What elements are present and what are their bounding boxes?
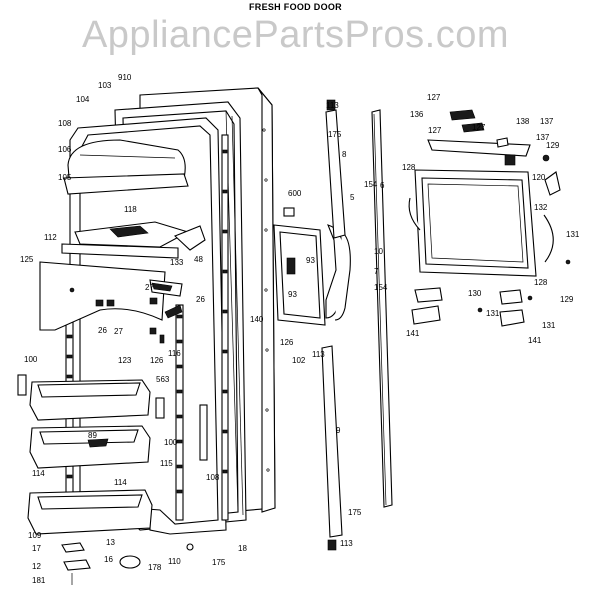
part-label: 563 <box>156 375 170 384</box>
door-bin-115 <box>29 425 151 469</box>
part-label: 114 <box>32 469 45 478</box>
part-label: 114 <box>114 478 127 487</box>
part-label: 129 <box>546 141 560 150</box>
watermark-text: AppliancePartsPros.com <box>81 14 510 56</box>
part-label: 137 <box>536 133 550 142</box>
part-label: 131 <box>486 309 500 318</box>
part-label: 17 <box>32 544 41 553</box>
bin-end-caps <box>17 374 165 419</box>
part-label: 130 <box>468 289 482 298</box>
bottom-hardware <box>61 542 194 585</box>
part-label: 118 <box>124 205 137 214</box>
part-label: 16 <box>104 555 113 564</box>
part-label: 154 <box>374 283 388 292</box>
door-shelf-118 <box>74 221 190 248</box>
part-label: 12 <box>32 562 41 571</box>
part-label: 100 <box>164 438 178 447</box>
part-label: 108 <box>58 119 72 128</box>
part-label: 106 <box>58 145 72 154</box>
part-label: 137 <box>540 117 554 126</box>
part-label: 178 <box>148 563 162 572</box>
door-bin-109 <box>27 489 153 535</box>
part-label: 128 <box>534 278 548 287</box>
part-label: 13 <box>106 538 115 547</box>
part-label: 175 <box>212 558 226 567</box>
part-label: 181 <box>32 576 46 585</box>
part-label: 89 <box>88 431 97 440</box>
part-label: 116 <box>168 349 181 358</box>
part-label: 109 <box>28 531 42 540</box>
part-label: 100 <box>24 355 38 364</box>
compartment-cover-assembly <box>408 109 571 327</box>
part-label: 128 <box>402 163 416 172</box>
part-label: 26 <box>196 295 205 304</box>
part-label: 136 <box>410 110 424 119</box>
part-label: 48 <box>194 255 203 264</box>
part-label: 175 <box>328 130 342 139</box>
part-label: 141 <box>406 329 420 338</box>
part-label: 105 <box>58 173 72 182</box>
part-label: 8 <box>342 150 347 159</box>
part-label: 125 <box>20 255 34 264</box>
part-label: 10 <box>374 247 383 256</box>
part-label: 132 <box>534 203 548 212</box>
dairy-door <box>63 139 189 195</box>
part-label: 131 <box>542 321 556 330</box>
part-label: 141 <box>528 336 542 345</box>
part-label: 104 <box>76 95 90 104</box>
cover-panel-125 <box>39 261 166 331</box>
part-label: 108 <box>206 473 220 482</box>
part-label: 5 <box>350 193 355 202</box>
part-label: 26 <box>98 326 107 335</box>
part-label: 6 <box>380 181 385 190</box>
part-label: 110 <box>168 557 181 566</box>
part-label: 123 <box>118 356 132 365</box>
part-label: 154 <box>364 180 378 189</box>
part-label: 127 <box>428 126 442 135</box>
part-label: 127 <box>427 93 441 102</box>
part-label: 27 <box>145 283 154 292</box>
part-label: 127 <box>472 123 486 132</box>
diagram-title: FRESH FOOD DOOR <box>248 2 342 12</box>
part-label: 103 <box>98 81 112 90</box>
part-label: 112 <box>44 233 57 242</box>
part-label: 600 <box>288 189 302 198</box>
part-label: 138 <box>516 117 530 126</box>
part-label: 131 <box>566 230 580 239</box>
small-parts-cluster <box>95 225 206 344</box>
door-handle-parts <box>273 99 393 551</box>
part-label: 113 <box>340 539 353 548</box>
part-label: 93 <box>306 256 315 265</box>
part-label: 120 <box>532 173 546 182</box>
door-bin-123 <box>29 379 151 421</box>
part-label: 27 <box>114 327 123 336</box>
part-label: 140 <box>250 315 264 324</box>
part-label: 910 <box>118 73 132 82</box>
part-label: 113 <box>326 101 339 110</box>
part-label: 102 <box>292 356 306 365</box>
part-label: 7 <box>374 267 379 276</box>
part-label: 129 <box>560 295 574 304</box>
part-label: 115 <box>160 459 173 468</box>
part-label: 9 <box>336 426 341 435</box>
part-label: 133 <box>170 258 184 267</box>
part-label: 113 <box>312 350 325 359</box>
trim-bar-112 <box>61 243 179 259</box>
part-label: 126 <box>150 356 164 365</box>
part-label: 175 <box>348 508 362 517</box>
part-label: 18 <box>238 544 247 553</box>
part-label: 126 <box>280 338 294 347</box>
part-label: 93 <box>288 290 297 299</box>
